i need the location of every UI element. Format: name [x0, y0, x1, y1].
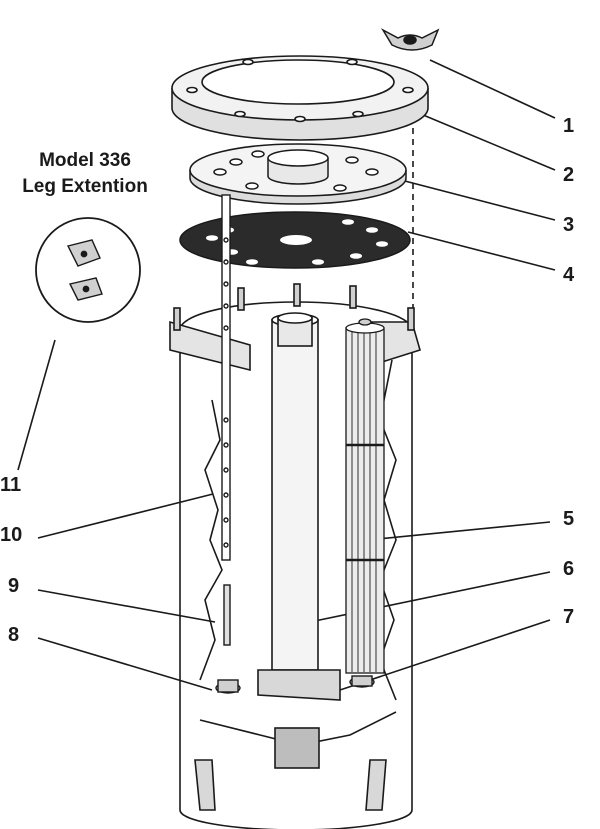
- leader-line-7: [339, 619, 551, 691]
- housing-lid: [171, 55, 429, 141]
- leader-line-10: [37, 493, 214, 539]
- wing-nut: [380, 28, 440, 51]
- top-plate: [189, 143, 407, 205]
- leader-line-4: [407, 231, 556, 271]
- gasket: [179, 211, 411, 269]
- leader-line-11: [17, 339, 56, 471]
- perforated-riser-tube: [221, 194, 231, 646]
- leader-line-8: [37, 637, 213, 691]
- callout-2: 2: [563, 164, 575, 186]
- leader-line-5: [367, 521, 551, 541]
- inset-title-line-1: Model 336: [39, 150, 131, 171]
- outlet-fitting: [349, 675, 375, 688]
- center-tube: [257, 312, 341, 701]
- leader-line-9: [37, 589, 216, 623]
- callout-3: 3: [563, 214, 575, 236]
- callout-11: 11: [0, 474, 22, 496]
- callout-4: 4: [563, 264, 575, 286]
- callout-6: 6: [563, 558, 575, 580]
- filter-cartridge: [345, 318, 385, 674]
- callout-9: 9: [8, 575, 20, 597]
- callout-8: 8: [8, 624, 20, 646]
- inset-title-line-2: Leg Extention: [22, 176, 148, 197]
- leg-extension-inset: [35, 217, 141, 323]
- callout-5: 5: [563, 508, 575, 530]
- callout-7: 7: [563, 606, 575, 628]
- leader-line-1: [429, 59, 556, 119]
- callout-1: 1: [563, 115, 575, 137]
- drain-fitting: [215, 679, 241, 694]
- callout-10: 10: [0, 524, 23, 546]
